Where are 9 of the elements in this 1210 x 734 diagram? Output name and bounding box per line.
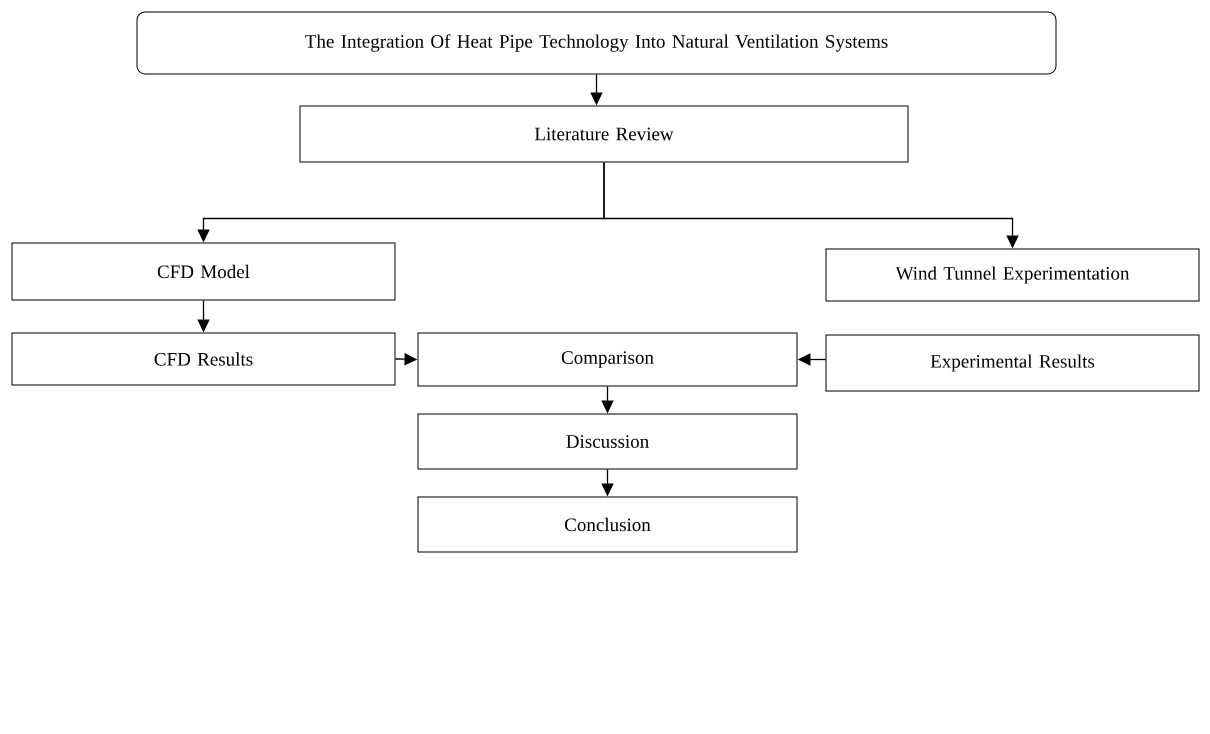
process-box: Discussion [417, 413, 798, 470]
process-box: CFD Model [11, 242, 396, 301]
process-box: Literature Review [299, 105, 909, 163]
process-box: Conclusion [417, 496, 798, 553]
title-box: The Integration Of Heat Pipe Technology Into Natural Ventilation Systems [136, 11, 1057, 75]
process-box: CFD Results [11, 332, 396, 386]
process-box: Wind Tunnel Experimentation [825, 248, 1200, 302]
process-box: Experimental Results [825, 334, 1200, 392]
process-box: Comparison [417, 332, 798, 387]
